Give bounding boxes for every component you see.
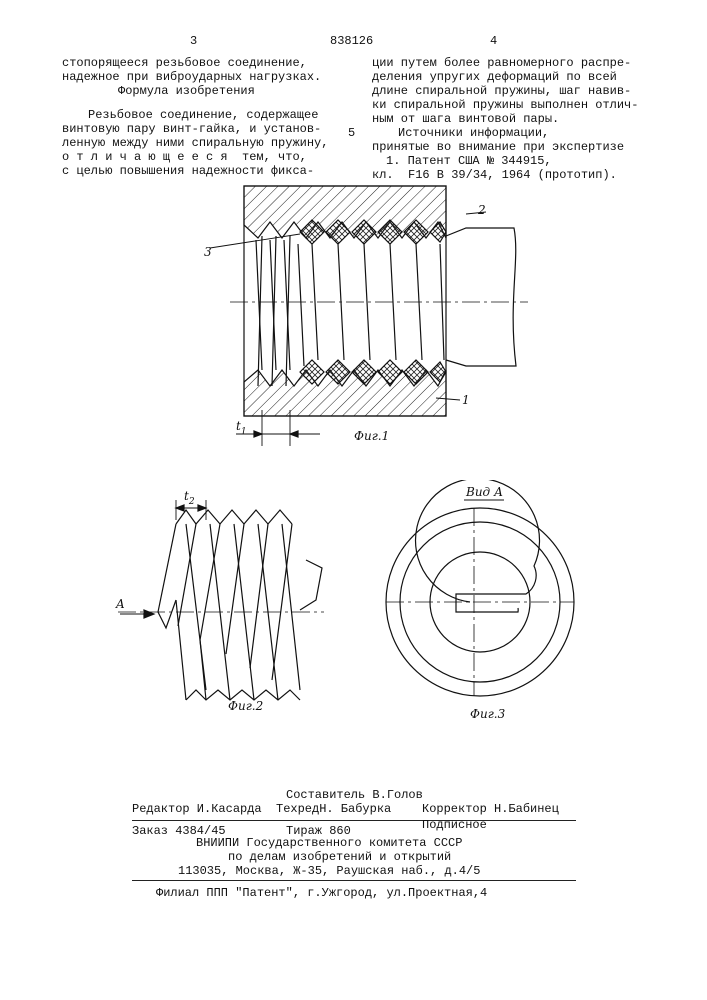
reference-1: 1. Патент США № 344915,	[386, 154, 552, 168]
claim-line-4: о т л и ч а ю щ е е с я тем, что,	[62, 150, 307, 164]
view-a-label: Вид А	[465, 485, 503, 499]
claim-line-1: Резьбовое соединение, содержащее	[88, 108, 318, 122]
t2-label: t2	[184, 489, 195, 507]
right-line-5: ным от шага винтовой пары.	[372, 112, 559, 126]
right-line-2: деления упругих деформаций по всей	[372, 70, 617, 84]
organization-line-2: по делам изобретений и открытий	[228, 850, 451, 864]
footer-divider-2	[132, 880, 576, 881]
left-line-2: надежное при виброударных нагрузках.	[62, 70, 321, 84]
claim-line-5: с целью повышения надежности фикса-	[62, 164, 314, 178]
sources-subheading: принятые во внимание при экспертизе	[372, 140, 624, 154]
line-number-marker: 5	[348, 126, 355, 140]
figure-1-label: Фиг.1	[354, 429, 389, 443]
figure-3-drawing: Вид А Фиг.3	[380, 480, 590, 720]
callout-1: 1	[462, 393, 470, 407]
claim-line-3: ленную между ними спиральную пружину,	[62, 136, 328, 150]
page-number-left: 3	[190, 34, 197, 48]
right-line-3: длине спиральной пружины, шаг навив-	[372, 84, 631, 98]
figure-3-label: Фиг.3	[470, 707, 506, 720]
figure-2-drawing: t2 A Фиг.2	[110, 480, 340, 715]
page-number-right: 4	[490, 34, 497, 48]
left-line-1: стопорящееся резьбовое соединение,	[62, 56, 307, 70]
subscription-note: Подписное	[422, 818, 487, 832]
claim-line-2: винтовую пару винт-гайка, и установ-	[62, 122, 321, 136]
figure-2-label: Фиг.2	[228, 699, 263, 713]
corrector-credit: Корректор Н.Бабинец	[422, 802, 559, 816]
formula-heading: Формула изобретения	[118, 84, 255, 98]
editor-credit: Редактор И.Касарда	[132, 802, 262, 816]
right-line-4: ки спиральной пружины выполнен отлич-	[372, 98, 638, 112]
compiler-credit: Составитель В.Голов	[286, 788, 423, 802]
callout-3: 3	[204, 245, 212, 259]
right-line-1: ции путем более равномерного распре-	[372, 56, 631, 70]
footer-divider-1	[132, 820, 576, 821]
organization-address: 113035, Москва, Ж-35, Раушская наб., д.4…	[178, 864, 480, 878]
techred-credit: ТехредН. Бабурка	[276, 802, 391, 816]
sources-heading: Источники информации,	[398, 126, 549, 140]
view-arrow-label: A	[115, 597, 125, 611]
callout-2: 2	[477, 203, 486, 217]
patent-number: 838126	[330, 34, 373, 48]
figure-1-drawing: 3 2 1 t1 Фиг.1	[190, 180, 550, 460]
branch-address: Филиал ППП "Патент", г.Ужгород, ул.Проек…	[156, 886, 487, 900]
organization-line-1: ВНИИПИ Государственного комитета СССР	[196, 836, 462, 850]
